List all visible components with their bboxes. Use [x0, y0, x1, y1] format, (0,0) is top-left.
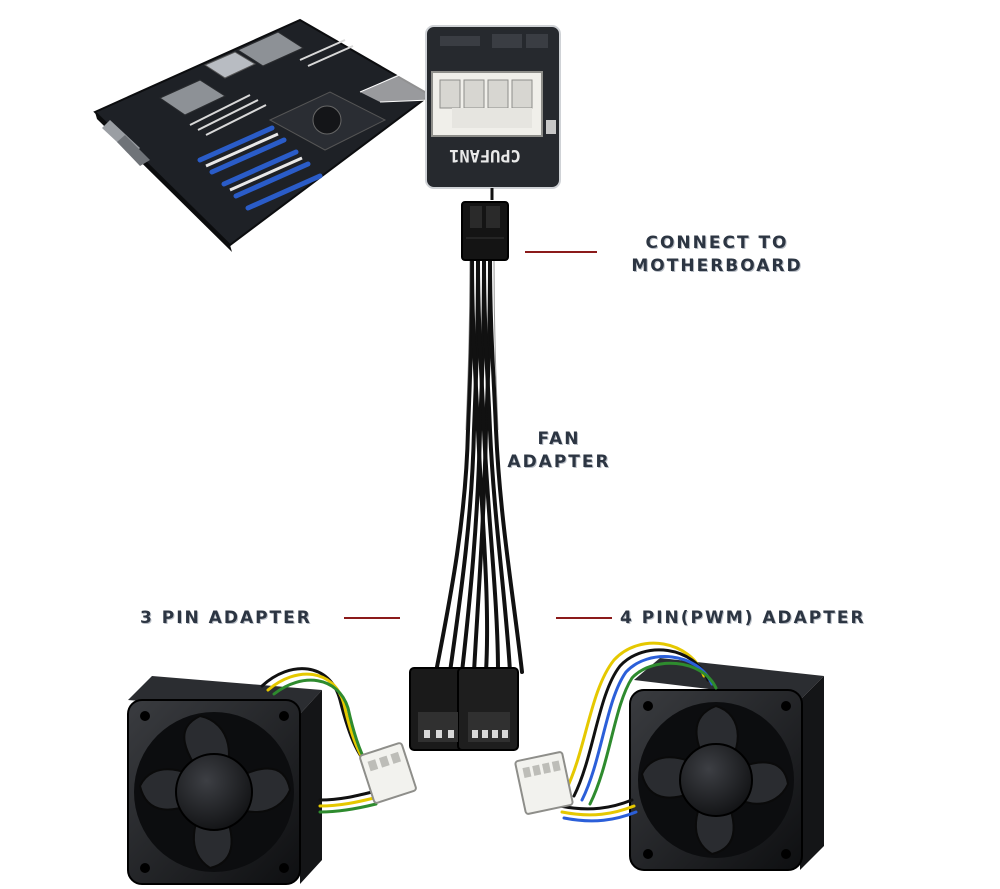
header-silk-label: CPUFAN1: [449, 145, 521, 165]
fan-adapter-label-line1: Fan: [537, 429, 581, 449]
motherboard-icon: [93, 18, 432, 252]
fan-adapter-cable: [434, 256, 524, 674]
left-fan-icon: [127, 676, 322, 885]
fan-adapter-label: Fan Adapter: [494, 428, 624, 474]
connect-label-line1: Connect to: [645, 233, 789, 253]
four-pin-pwm-adapter-label: 4 pin(pwm) adapter: [620, 608, 866, 628]
right-fan-icon: [629, 658, 824, 871]
leader-line-3pin: [344, 617, 400, 619]
right-fan-4pin-connector: [514, 751, 574, 815]
leader-line-4pin: [556, 617, 612, 619]
right-fan-wires: [558, 641, 718, 823]
fan-adapter-label-line2: Adapter: [507, 452, 611, 472]
splitter-plugs: [409, 667, 519, 751]
connect-label-line2: Motherboard: [631, 256, 803, 276]
connect-to-motherboard-label: Connect to Motherboard: [612, 232, 822, 278]
cpu-fan-header-callout: CPUFAN1: [425, 25, 561, 200]
three-pin-adapter-label: 3 pin adapter: [140, 608, 312, 628]
left-fan-3pin-connector: [359, 742, 417, 804]
motherboard-plug: [461, 201, 509, 261]
leader-line-motherboard: [525, 251, 597, 253]
